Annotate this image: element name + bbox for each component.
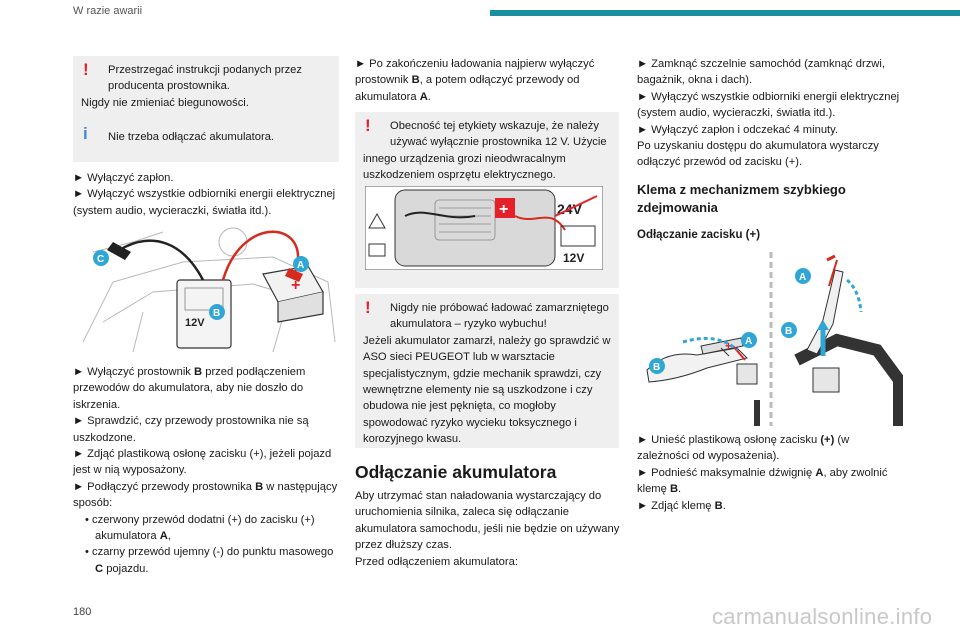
callout-marker	[741, 332, 757, 348]
section-header: W razie awarii	[73, 5, 143, 17]
instruction: ► Wyłączyć zapłon.	[73, 172, 174, 184]
info-text: Nie trzeba odłączać akumulatora.	[108, 131, 275, 143]
instruction: ► Unieść plastikową osłonę zacisku (+) (…	[637, 434, 850, 463]
instruction: ► Podłączyć przewody prostownika B w nas…	[73, 480, 338, 510]
battery-icon	[560, 225, 596, 247]
callout-marker	[293, 256, 309, 272]
charger-illustration: + 12V C A B	[82, 227, 336, 353]
callout-b: B	[785, 326, 792, 337]
warning-icon: !	[365, 116, 371, 135]
callout-b: B	[213, 308, 220, 319]
clamp-icon	[107, 242, 303, 282]
warning-text: używać wyłącznie prostownika 12 V. Użyci…	[390, 136, 607, 149]
battery-icon: +	[262, 265, 324, 323]
callout-a: A	[799, 272, 806, 283]
paragraph: Przed odłączeniem akumulatora:	[355, 555, 518, 568]
clamp-closed: +	[646, 337, 760, 426]
instruction: ► Zdjąć klemę B.	[637, 499, 726, 512]
manual-book-icon	[368, 243, 386, 257]
warning-text: Jeżeli akumulator zamarzł, należy go spr…	[363, 334, 611, 446]
charger-box-icon: 12V	[176, 279, 232, 349]
callout-c: C	[97, 254, 104, 265]
quick-release-clamp-illustration: + A B A B	[646, 252, 903, 426]
callout-marker	[649, 358, 665, 374]
warning-text: producenta prostownika.	[108, 80, 230, 93]
svg-text:+: +	[725, 339, 732, 353]
warning-box-12v: ! Obecność tej etykiety wskazuje, że nal…	[355, 112, 619, 288]
callout-a: A	[297, 260, 304, 271]
label-12v: 12V	[563, 251, 584, 265]
svg-text:+: +	[499, 201, 508, 218]
sub-item: akumulatora A,	[95, 530, 171, 543]
charger-voltage-label: 12V	[185, 317, 205, 329]
paragraph: Aby utrzymać stan naładowania wystarczaj…	[355, 490, 620, 552]
info-icon: i	[83, 124, 88, 143]
sub-item: • czerwony przewód dodatni (+) do zacisk…	[85, 513, 315, 526]
warning-icon: !	[83, 60, 89, 79]
callout-marker	[795, 268, 811, 284]
strike-line	[554, 195, 598, 217]
warning-box-frozen: ! Nigdy nie próbować ładować zamarznięte…	[355, 294, 619, 448]
instruction: ► Wyłączyć wszystkie odbiorniki energii …	[73, 188, 336, 217]
warning-text: Przestrzegać instrukcji podanych przez	[108, 64, 303, 76]
instruction: ► Sprawdzić, czy przewody prostownika ni…	[73, 415, 309, 444]
warning-text: innego urządzenia grozi nieodwracalnym u…	[363, 152, 566, 182]
subsection-heading: Klema z mechanizmem szybkiego zdejmowani…	[637, 181, 846, 215]
warning-text: akumulatora – ryzyko wybuchu!	[390, 318, 547, 331]
instruction: ► Podnieść maksymalnie dźwignię A, aby z…	[637, 466, 888, 496]
watermark: carmanualsonline.info	[712, 604, 933, 629]
instruction: ► Zamknąć szczelnie samochód (zamknąć dr…	[637, 58, 885, 87]
sub-heading: Odłączanie zacisku (+)	[637, 228, 761, 241]
callout-marker	[209, 304, 225, 320]
warning-triangle-icon	[368, 212, 386, 229]
paragraph: Po uzyskaniu dostępu do akumulatora wyst…	[637, 140, 879, 169]
section-heading: Odłączanie akumulatora	[355, 462, 557, 482]
callout-b: B	[653, 362, 660, 373]
instruction: ► Wyłączyć zapłon i odczekać 4 minuty.	[637, 123, 839, 136]
header-accent-bar	[490, 10, 960, 16]
warning-text: Nigdy nie zmieniać biegunowości.	[81, 96, 249, 109]
instruction: ► Po zakończeniu ładowania najpierw wyłą…	[355, 58, 595, 103]
motion-arrow	[682, 336, 739, 352]
warning-box-charger: ! Przestrzegać instrukcji podanych przez…	[73, 56, 339, 120]
sub-item: • czarny przewód ujemny (-) do punktu ma…	[85, 546, 334, 559]
sub-list: • czerwony przewód dodatni (+) do zacisk…	[73, 512, 339, 578]
info-box: i Nie trzeba odłączać akumulatora.	[73, 120, 339, 162]
warning-text: Nigdy nie próbować ładować zamarzniętego	[390, 302, 609, 314]
page-number: 180	[73, 606, 92, 618]
warning-icon: !	[365, 298, 371, 317]
warning-text: Obecność tej etykiety wskazuje, że należ…	[390, 120, 599, 132]
12v-label-illustration: + 24V 12V	[365, 186, 603, 270]
instruction: ► Zdjąć plastikową osłonę zacisku (+), j…	[73, 448, 332, 477]
instruction: ► Wyłączyć wszystkie odbiorniki energii …	[637, 90, 900, 120]
callout-marker	[93, 250, 109, 266]
sub-item: C pojazdu.	[95, 562, 149, 575]
callout-marker	[781, 322, 797, 338]
svg-text:+: +	[291, 277, 300, 294]
instruction: ► Wyłączyć prostownik B przed podłączeni…	[73, 366, 306, 411]
callout-a: A	[745, 336, 752, 347]
clamp-open	[794, 254, 903, 426]
